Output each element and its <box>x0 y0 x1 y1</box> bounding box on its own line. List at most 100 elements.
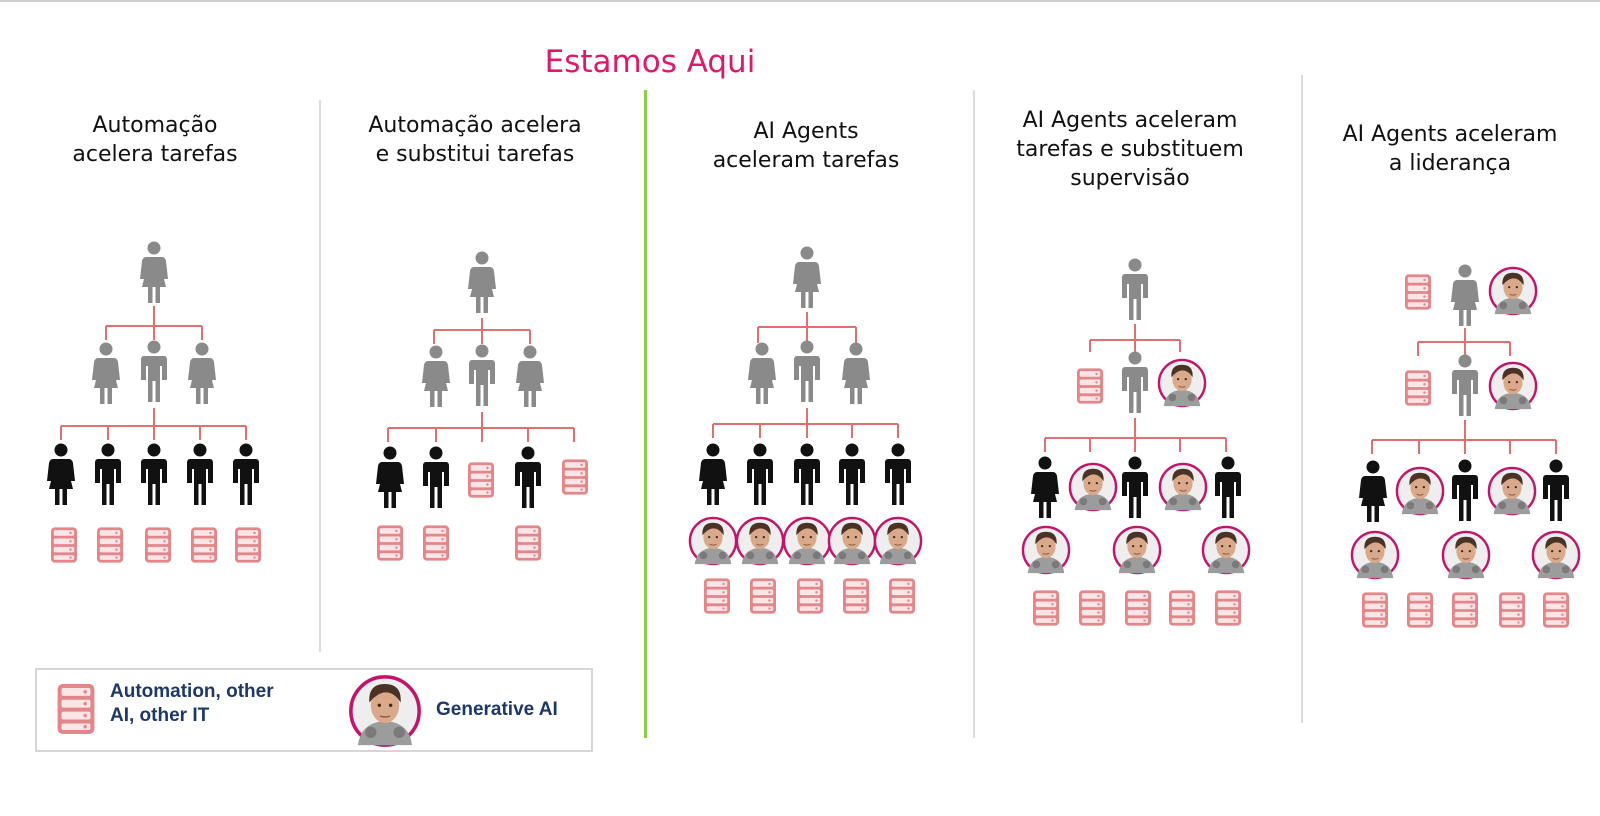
person-icon <box>747 443 773 505</box>
genai-avatar-icon <box>688 516 738 566</box>
person-icon <box>47 443 75 505</box>
legend-genai-label: Generative AI <box>436 699 558 720</box>
genai-avatar-icon <box>1201 525 1251 575</box>
genai-avatar-icon <box>1488 266 1538 316</box>
genai-avatar-icon <box>1350 530 1400 580</box>
column-title-1: Automação acelera tarefas <box>72 113 238 167</box>
genai-avatar-icon <box>1068 462 1118 512</box>
genai-avatar-icon <box>1112 525 1162 575</box>
person-icon <box>1031 456 1059 518</box>
current-stage-divider <box>644 90 647 738</box>
legend-automation-label: Automation, other AI, other IT <box>110 681 274 726</box>
person-icon <box>515 446 541 508</box>
server-icon <box>1407 592 1433 628</box>
server-icon <box>1405 370 1431 406</box>
person-icon <box>1452 354 1478 416</box>
server-icon <box>1125 590 1151 626</box>
person-icon <box>839 443 865 505</box>
server-icon <box>97 527 123 563</box>
person-icon <box>422 345 450 407</box>
column-divider-1 <box>319 100 321 652</box>
person-icon <box>1452 459 1478 521</box>
column-title-4: AI Agents aceleram tarefas e substituem … <box>1016 108 1244 191</box>
server-icon <box>1169 590 1195 626</box>
person-icon <box>233 443 259 505</box>
person-icon <box>187 443 213 505</box>
server-icon <box>1215 590 1241 626</box>
genai-avatar-icon <box>1441 530 1491 580</box>
genai-avatar-icon <box>1157 358 1207 408</box>
person-icon <box>188 342 216 404</box>
person-icon <box>1543 459 1569 521</box>
genai-avatar-icon <box>873 516 923 566</box>
person-icon <box>141 443 167 505</box>
server-icon <box>1077 368 1103 404</box>
person-icon <box>793 246 821 308</box>
genai-avatar-icon <box>1488 361 1538 411</box>
genai-avatar-icon <box>1487 466 1537 516</box>
server-icon <box>423 525 449 561</box>
server-icon <box>191 527 217 563</box>
server-icon <box>1452 592 1478 628</box>
diagram-icons <box>47 241 1581 628</box>
server-icon <box>797 578 823 614</box>
person-icon <box>516 345 544 407</box>
genai-avatar-icon <box>1158 462 1208 512</box>
legend-box: Automation, other AI, other IT Generativ… <box>35 668 593 752</box>
person-icon <box>376 446 404 508</box>
column-title-2: Automação acelera e substitui tarefas <box>368 113 582 167</box>
genai-avatar-icon <box>1531 530 1581 580</box>
server-icon <box>235 527 261 563</box>
person-icon <box>699 443 727 505</box>
column-title-3: AI Agents aceleram tarefas <box>712 119 900 173</box>
server-icon <box>377 525 403 561</box>
person-icon <box>1215 456 1241 518</box>
person-icon <box>1451 264 1479 326</box>
column-divider-3 <box>973 90 975 738</box>
server-icon <box>562 459 588 495</box>
server-icon <box>1499 592 1525 628</box>
server-icon <box>1033 590 1059 626</box>
person-icon <box>1122 351 1148 413</box>
person-icon <box>468 251 496 313</box>
server-icon <box>843 578 869 614</box>
server-icon <box>51 527 77 563</box>
person-icon <box>794 443 820 505</box>
server-icon <box>1079 590 1105 626</box>
server-icon <box>1362 592 1388 628</box>
column-divider-4 <box>1301 75 1303 723</box>
server-icon <box>750 578 776 614</box>
legend-server-icon <box>57 684 95 734</box>
genai-avatar-icon <box>1021 525 1071 575</box>
person-icon <box>95 443 121 505</box>
person-icon <box>92 342 120 404</box>
person-icon <box>842 342 870 404</box>
top-border <box>0 0 1600 2</box>
server-icon <box>1543 592 1569 628</box>
server-icon <box>515 525 541 561</box>
person-icon <box>141 340 167 402</box>
person-icon <box>1122 456 1148 518</box>
genai-avatar-icon <box>782 516 832 566</box>
person-icon <box>885 443 911 505</box>
column-title-5: AI Agents aceleram a liderança <box>1342 122 1558 176</box>
legend-genai-icon <box>349 675 421 747</box>
server-icon <box>1405 274 1431 310</box>
person-icon <box>748 342 776 404</box>
person-icon <box>1122 258 1148 320</box>
person-icon <box>423 446 449 508</box>
person-icon <box>469 344 495 406</box>
person-icon <box>794 340 820 402</box>
genai-avatar-icon <box>1395 466 1445 516</box>
server-icon <box>145 527 171 563</box>
person-icon <box>140 241 168 303</box>
server-icon <box>889 578 915 614</box>
genai-avatar-icon <box>735 516 785 566</box>
person-icon <box>1359 460 1387 522</box>
current-stage-label: Estamos Aqui <box>544 44 756 80</box>
connector-lines <box>60 306 1557 454</box>
genai-avatar-icon <box>827 516 877 566</box>
server-icon <box>704 578 730 614</box>
